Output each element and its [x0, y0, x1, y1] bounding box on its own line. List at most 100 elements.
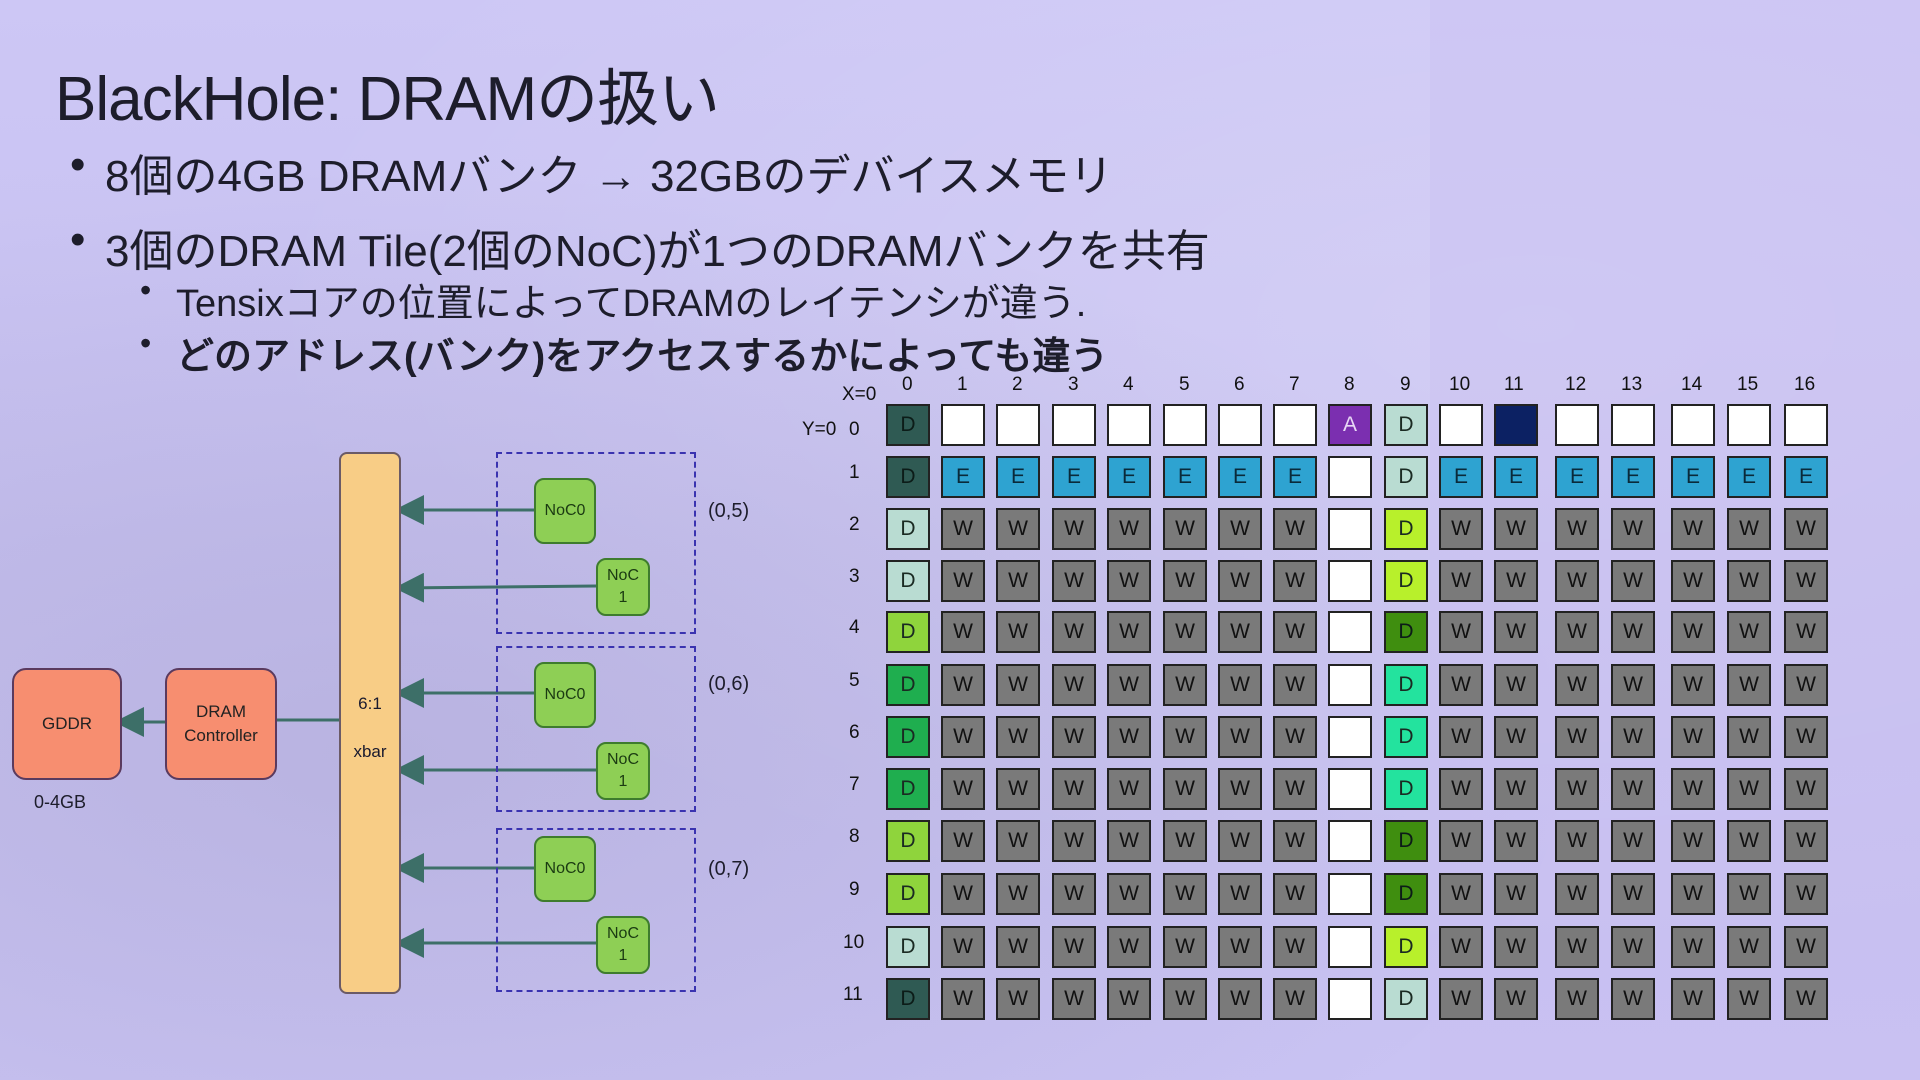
worker-core-cell: W	[941, 978, 985, 1020]
worker-core-cell: W	[1439, 611, 1483, 653]
worker-core-cell: W	[1273, 820, 1317, 862]
ethernet-core-cell: E	[1273, 456, 1317, 498]
worker-core-cell: W	[996, 873, 1040, 915]
empty-cell	[1328, 508, 1372, 550]
worker-core-cell: W	[1555, 508, 1599, 550]
bullet-1-text: 8個の4GB DRAMバンク → 32GBのデバイスメモリ	[105, 152, 1114, 201]
noc1-label: NoC 1	[606, 567, 639, 606]
worker-core-cell: W	[996, 508, 1040, 550]
dram-core-cell: D	[1384, 926, 1428, 968]
worker-core-cell: W	[1727, 664, 1771, 706]
dram-core-cell: D	[886, 978, 930, 1020]
worker-core-cell: W	[1052, 978, 1096, 1020]
worker-core-cell: W	[1273, 716, 1317, 758]
dram-core-cell: D	[1384, 873, 1428, 915]
worker-core-cell: W	[1273, 873, 1317, 915]
worker-core-cell: W	[941, 664, 985, 706]
worker-core-cell: W	[1784, 664, 1828, 706]
noc0-label: NoC0	[544, 502, 586, 519]
ethernet-core-cell: E	[1107, 456, 1151, 498]
worker-core-cell: W	[941, 873, 985, 915]
xbar-label: xbar	[353, 742, 387, 761]
worker-core-cell: W	[1784, 560, 1828, 602]
bullet-2-2-text: どのアドレス(バンク)をアクセスするかによっても違う	[176, 336, 1109, 378]
worker-core-cell: W	[1611, 820, 1655, 862]
worker-core-cell: W	[1611, 873, 1655, 915]
worker-core-cell: W	[1163, 611, 1207, 653]
dram-core-cell: D	[1384, 560, 1428, 602]
worker-core-cell: W	[1671, 978, 1715, 1020]
empty-cell	[1328, 978, 1372, 1020]
worker-core-cell: W	[1273, 926, 1317, 968]
worker-core-cell: W	[1218, 664, 1262, 706]
ethernet-core-cell: E	[1611, 456, 1655, 498]
worker-core-cell: W	[1494, 926, 1538, 968]
noc0-node: NoC0	[534, 836, 596, 902]
worker-core-cell: W	[1439, 664, 1483, 706]
dram-tile-group-1	[496, 452, 696, 634]
noc0-label: NoC0	[544, 860, 586, 877]
dram-tile-diagram: GDDR 0-4GB DRAM Controller 6:1 xbar NoC0…	[0, 440, 800, 1000]
worker-core-cell: W	[1671, 873, 1715, 915]
worker-core-cell: W	[1611, 508, 1655, 550]
worker-core-cell: W	[996, 820, 1040, 862]
worker-core-cell: W	[941, 508, 985, 550]
worker-core-cell: W	[1273, 768, 1317, 810]
worker-core-cell: W	[1611, 664, 1655, 706]
ethernet-core-cell: E	[996, 456, 1040, 498]
dram-core-cell: D	[886, 664, 930, 706]
worker-core-cell: W	[1727, 560, 1771, 602]
dram-core-cell: D	[886, 926, 930, 968]
worker-core-cell: W	[1494, 978, 1538, 1020]
bullet-dot: •	[140, 325, 152, 361]
empty-cell	[1439, 404, 1483, 446]
worker-core-cell: W	[1439, 768, 1483, 810]
worker-core-cell: W	[1439, 873, 1483, 915]
bullet-dot: •	[140, 272, 152, 308]
worker-core-cell: W	[1439, 820, 1483, 862]
group-coord-label: (0,5)	[708, 500, 750, 522]
worker-core-cell: W	[1163, 820, 1207, 862]
controller-label: DRAM Controller	[184, 702, 258, 745]
dram-core-cell: D	[1384, 978, 1428, 1020]
worker-core-cell: W	[1727, 820, 1771, 862]
empty-cell	[1328, 926, 1372, 968]
worker-core-cell: W	[1052, 716, 1096, 758]
worker-core-cell: W	[1163, 664, 1207, 706]
pcie-core-cell	[1494, 404, 1538, 446]
worker-core-cell: W	[1555, 820, 1599, 862]
worker-core-cell: W	[1052, 611, 1096, 653]
worker-core-cell: W	[1611, 611, 1655, 653]
worker-core-cell: W	[1218, 508, 1262, 550]
empty-cell	[1328, 768, 1372, 810]
worker-core-cell: W	[1555, 873, 1599, 915]
worker-core-cell: W	[1163, 716, 1207, 758]
worker-core-cell: W	[941, 926, 985, 968]
ethernet-core-cell: E	[1784, 456, 1828, 498]
noc0-node: NoC0	[534, 662, 596, 728]
noc1-label: NoC 1	[606, 751, 639, 790]
dram-tile-group-2	[496, 646, 696, 812]
worker-core-cell: W	[1727, 873, 1771, 915]
ethernet-core-cell: E	[1052, 456, 1096, 498]
worker-core-cell: W	[1163, 926, 1207, 968]
noc1-node: NoC 1	[596, 742, 650, 800]
dram-core-cell: D	[886, 611, 930, 653]
ethernet-core-cell: E	[1218, 456, 1262, 498]
worker-core-cell: W	[1494, 611, 1538, 653]
worker-core-cell: W	[1555, 926, 1599, 968]
gddr-box: GDDR	[12, 668, 122, 780]
worker-core-cell: W	[996, 560, 1040, 602]
xbar-box: 6:1 xbar	[339, 452, 401, 994]
worker-core-cell: W	[1107, 508, 1151, 550]
worker-core-cell: W	[1784, 820, 1828, 862]
worker-core-cell: W	[1107, 978, 1151, 1020]
worker-core-cell: W	[1218, 560, 1262, 602]
worker-core-cell: W	[1163, 508, 1207, 550]
noc0-node: NoC0	[534, 478, 596, 544]
worker-core-cell: W	[1727, 978, 1771, 1020]
dram-core-cell: D	[1384, 404, 1428, 446]
noc1-label: NoC 1	[606, 925, 639, 964]
empty-cell	[1218, 404, 1262, 446]
